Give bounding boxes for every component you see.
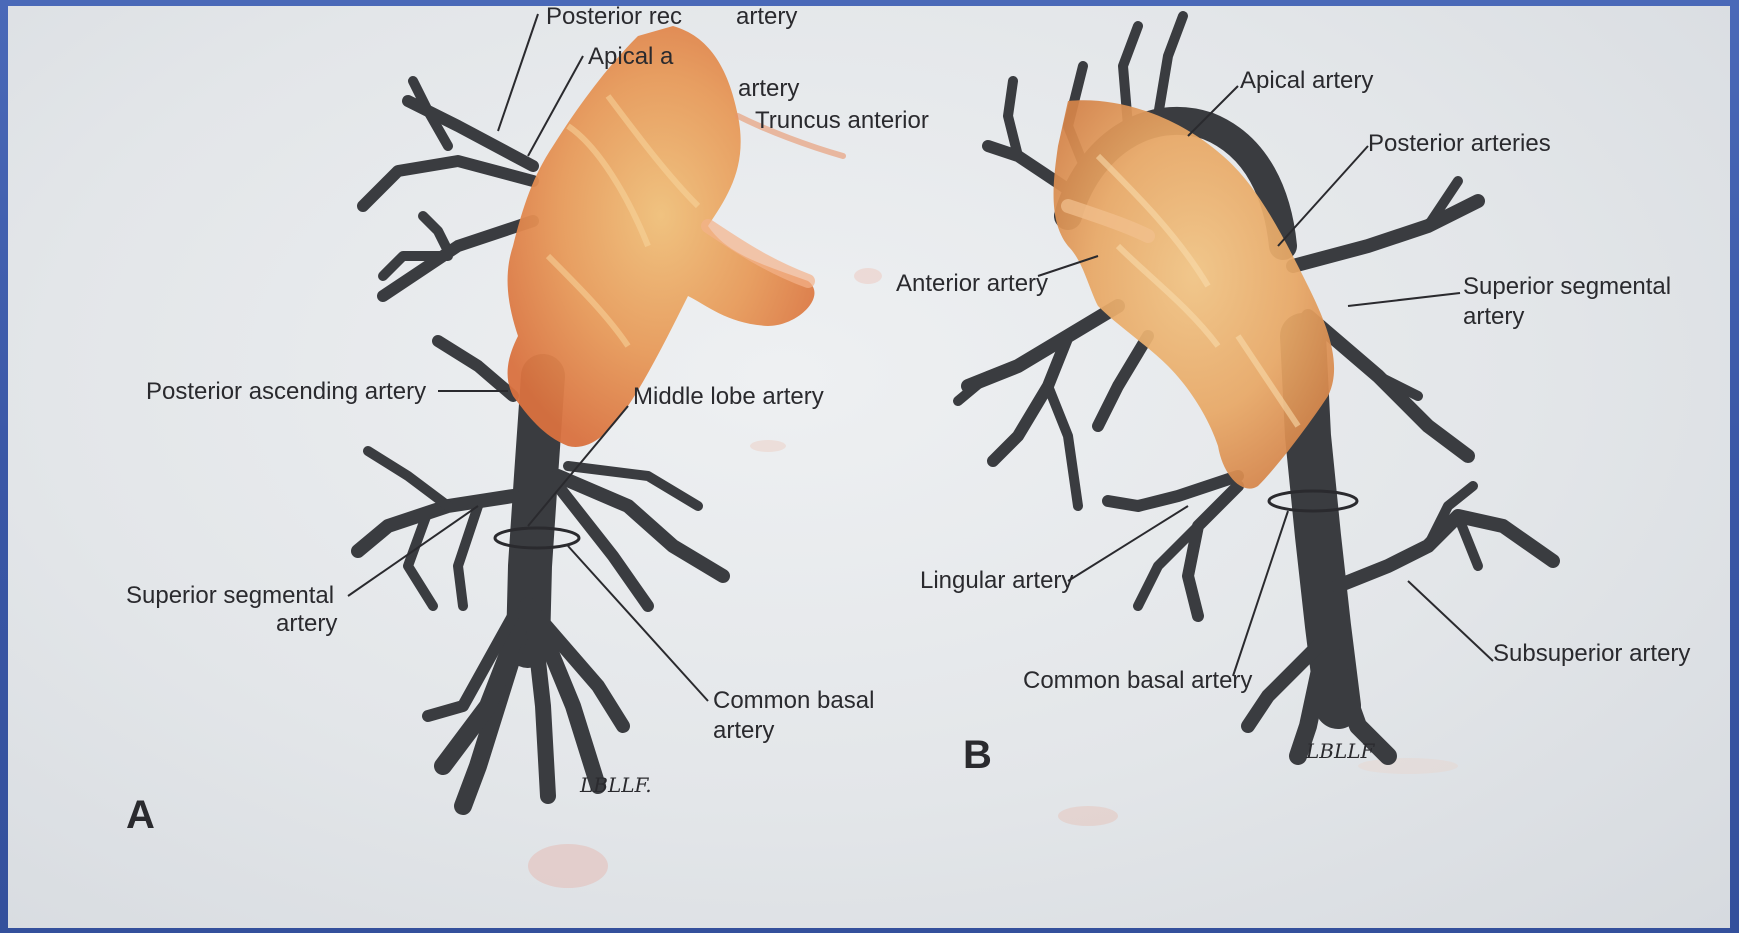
label-lingular-artery: Lingular artery xyxy=(920,567,1073,594)
label-middle-lobe-artery: Middle lobe artery xyxy=(633,383,824,410)
arterial-tree-diagram: Posterior rec artery Apical a artery Tru… xyxy=(8,6,1730,928)
label-superior-segmental-artery-b-line1: Superior segmental xyxy=(1463,273,1671,300)
specimen-photo: Posterior rec artery Apical a artery Tru… xyxy=(8,6,1730,928)
panel-b-letter: B xyxy=(963,733,992,777)
label-common-basal-artery-b: Common basal artery xyxy=(1023,667,1252,694)
label-posterior-recurrent-artery-tail: artery xyxy=(736,6,797,30)
label-common-basal-artery-a-line1: Common basal xyxy=(713,687,874,714)
panel-a-signature: LBLLF. xyxy=(579,773,652,797)
label-superior-segmental-artery-b-line2: artery xyxy=(1463,303,1524,330)
label-artery-fragment: artery xyxy=(738,75,799,102)
label-apical-artery-b: Apical artery xyxy=(1240,67,1373,94)
label-apical-artery-a: Apical a xyxy=(588,43,674,70)
label-posterior-ascending-artery: Posterior ascending artery xyxy=(146,378,426,405)
label-posterior-recurrent-artery: Posterior rec xyxy=(546,6,682,30)
label-truncus-anterior: Truncus anterior xyxy=(755,107,929,134)
label-superior-segmental-artery-a-line1: Superior segmental xyxy=(126,582,334,609)
label-anterior-artery: Anterior artery xyxy=(896,270,1048,297)
label-subsuperior-artery: Subsuperior artery xyxy=(1493,640,1690,667)
label-posterior-arteries: Posterior arteries xyxy=(1368,130,1551,157)
label-common-basal-artery-a-line2: artery xyxy=(713,717,774,744)
panel-a-letter: A xyxy=(126,793,155,837)
label-superior-segmental-artery-a-line2: artery xyxy=(276,610,337,637)
panel-b-signature: LBLLF xyxy=(1305,739,1376,763)
